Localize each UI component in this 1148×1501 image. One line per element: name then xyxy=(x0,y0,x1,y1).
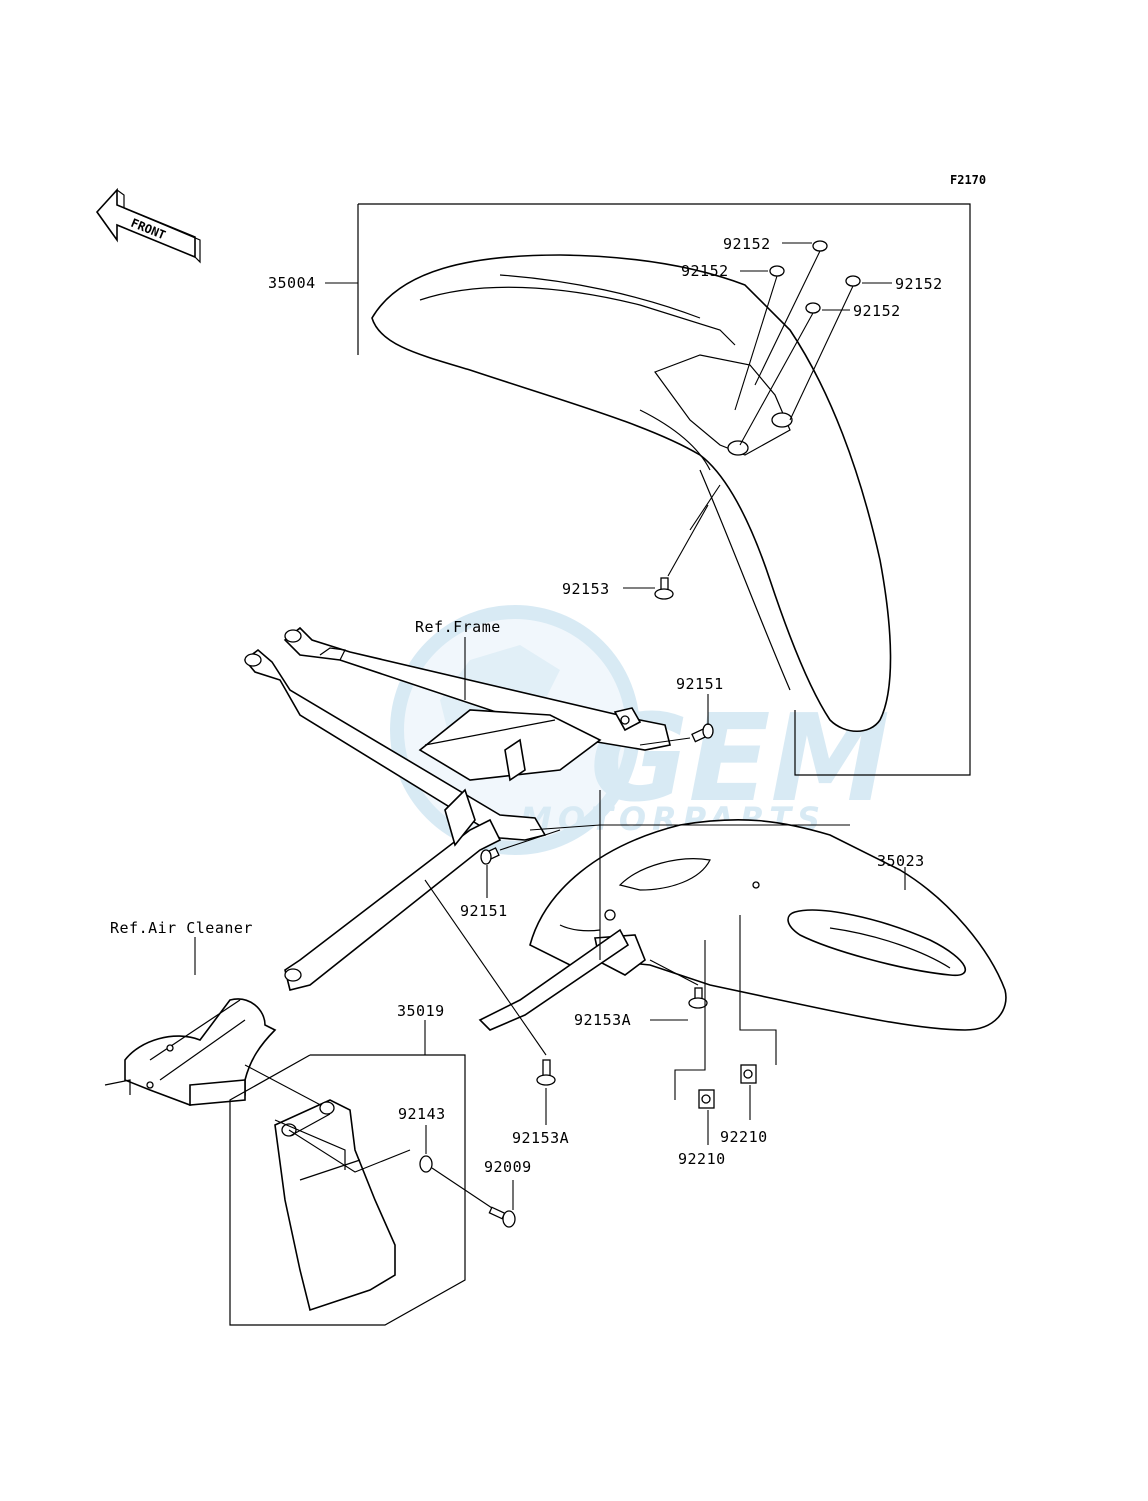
washer-icon xyxy=(845,275,861,287)
mud-flap xyxy=(274,1099,396,1312)
nut-icon xyxy=(698,1089,715,1109)
label-washer-c: 92152 xyxy=(895,275,943,293)
label-front-fender: 35004 xyxy=(268,274,316,292)
washer-icon xyxy=(812,240,828,252)
label-washer-a: 92152 xyxy=(723,235,771,253)
figure-code: F2170 xyxy=(950,173,986,187)
washer-icon xyxy=(769,265,785,277)
front-arrow-icon: FRONT xyxy=(95,187,201,264)
screw-icon xyxy=(488,1206,516,1228)
bolt-icon xyxy=(688,987,708,1009)
label-rear-bolt-b: 92153A xyxy=(512,1129,569,1147)
label-nut-a: 92210 xyxy=(678,1150,726,1168)
subframe xyxy=(243,626,671,991)
bolt-icon xyxy=(480,847,500,865)
mud-flap-box xyxy=(229,1054,466,1326)
label-frame-bolt-upper: 92151 xyxy=(676,675,724,693)
label-washer-b: 92152 xyxy=(681,262,729,280)
ref-air-cleaner-label: Ref.Air Cleaner xyxy=(110,919,253,937)
collar-icon xyxy=(419,1155,433,1173)
label-rear-fender: 35023 xyxy=(877,852,925,870)
label-screw: 92009 xyxy=(484,1158,532,1176)
label-frame-bolt-lower: 92151 xyxy=(460,902,508,920)
label-nut-b: 92210 xyxy=(720,1128,768,1146)
label-rear-bolt-a: 92153A xyxy=(574,1011,631,1029)
label-collar: 92143 xyxy=(398,1105,446,1123)
label-front-bolt: 92153 xyxy=(562,580,610,598)
ref-frame-label: Ref.Frame xyxy=(415,618,501,636)
rear-fender xyxy=(478,819,1007,1031)
nut-icon xyxy=(740,1064,757,1084)
washer-icon xyxy=(805,302,821,314)
bolt-icon xyxy=(654,577,674,600)
label-washer-d: 92152 xyxy=(853,302,901,320)
front-fender-box xyxy=(357,203,971,776)
label-mud-flap: 35019 xyxy=(397,1002,445,1020)
bolt-icon xyxy=(536,1059,556,1086)
